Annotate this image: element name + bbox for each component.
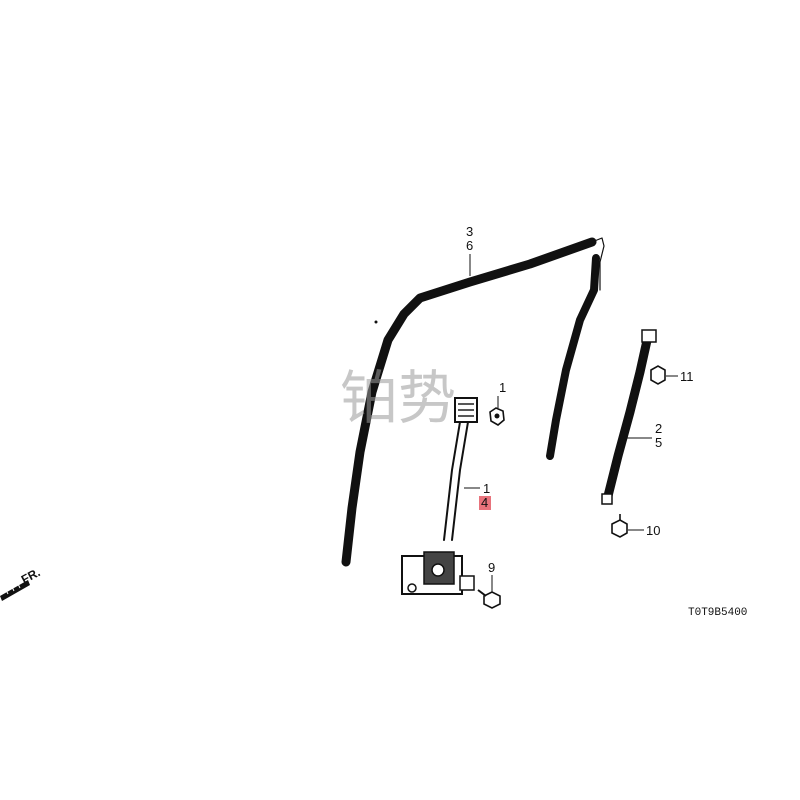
glass-run-channel <box>341 237 605 567</box>
callout-3: 3 <box>466 224 473 239</box>
nut <box>650 365 678 385</box>
callout-9: 9 <box>488 560 495 575</box>
callout-1-bolt: 1 <box>499 380 506 395</box>
bolt-bottom <box>477 575 501 609</box>
drawing-code: T0T9B5400 <box>688 607 747 619</box>
window-regulator <box>401 397 480 595</box>
callout-1-regulator: 1 <box>483 481 490 496</box>
front-arrow-icon <box>0 580 30 601</box>
callout-6: 6 <box>466 238 473 253</box>
front-direction-indicator: FR. <box>0 565 42 601</box>
watermark: 铂势 <box>340 364 456 432</box>
callout-5: 5 <box>655 435 662 450</box>
bolt-top <box>489 396 505 426</box>
rear-sash <box>601 329 657 505</box>
screw <box>611 514 644 538</box>
callout-2: 2 <box>655 421 662 436</box>
callout-11: 11 <box>680 369 694 384</box>
callout-10: 10 <box>646 523 660 538</box>
callout-4: 4 <box>481 495 488 510</box>
highlight-marker <box>479 496 491 510</box>
